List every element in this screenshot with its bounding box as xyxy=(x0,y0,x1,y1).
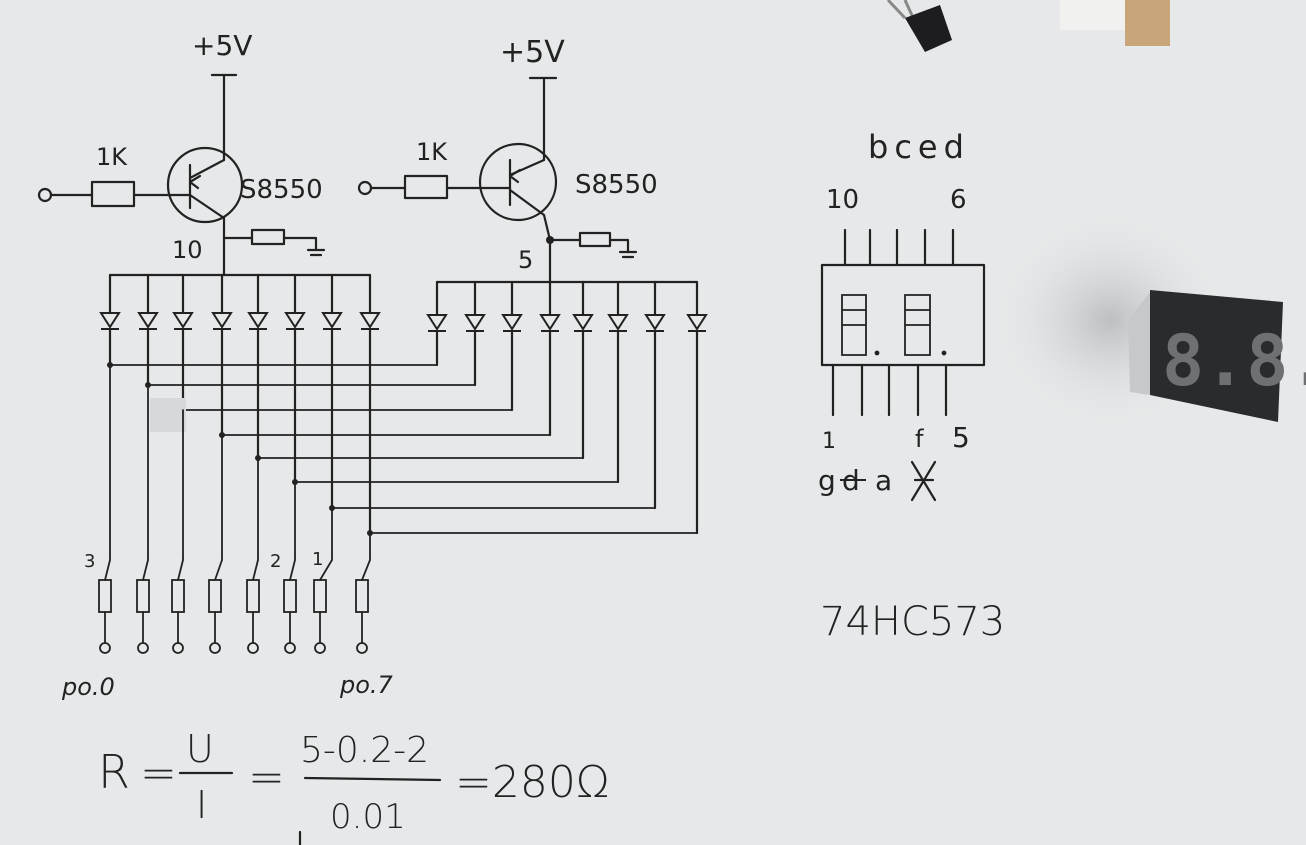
emitter-pin-left: 10 xyxy=(172,236,203,264)
transistor-left: +5V 1K S8550 10 xyxy=(37,29,326,277)
port-pin-4 xyxy=(247,642,259,654)
formula-eq1: = xyxy=(140,748,177,799)
port-pin-3 xyxy=(209,642,221,654)
led-array-left xyxy=(100,273,380,535)
display-digit-sketch xyxy=(841,294,947,356)
display-outline xyxy=(820,263,986,367)
supply-label-right: +5V xyxy=(500,35,565,70)
segment-wiring xyxy=(107,362,698,536)
segment-resistors xyxy=(98,364,371,654)
display-pinout: bced 10 6 1 f 5 g d a 74HC573 xyxy=(818,128,1005,645)
formula-lhs: R xyxy=(98,745,130,799)
transistor-body-right xyxy=(478,142,558,222)
pin-label-f: f xyxy=(915,425,924,453)
bottom-segment-crossed-d: d xyxy=(840,464,866,497)
formula-num1: U xyxy=(186,727,214,771)
driver-chip-label: 74HC573 xyxy=(820,599,1005,645)
bottom-segment-a: a xyxy=(875,464,892,497)
pin-label-1: 1 xyxy=(822,429,836,454)
formula-den1: I xyxy=(196,783,207,827)
transistor-part-right: S8550 xyxy=(575,170,658,200)
formula-eq2: = xyxy=(248,752,285,803)
pin-label-6: 6 xyxy=(950,185,967,215)
formula-den2: 0.01 xyxy=(330,797,406,837)
formula-num2: 5-0.2-2 xyxy=(300,730,429,771)
port-pin-1 xyxy=(137,642,149,654)
supply-label-left: +5V xyxy=(192,29,252,62)
port-pin-2 xyxy=(172,642,184,654)
transistor-right: +5V 1K S8550 5 xyxy=(357,35,658,284)
resistor-value-right: 1K xyxy=(416,138,448,166)
display-digits: 8.8. xyxy=(1162,320,1306,402)
port-label-first: po.0 xyxy=(61,673,115,701)
pin-label-10: 10 xyxy=(826,185,859,215)
tape-strip xyxy=(1060,0,1170,46)
port-pin-5 xyxy=(284,642,296,654)
transistor-body-left xyxy=(166,146,244,224)
led-array-right xyxy=(427,280,707,535)
resistor-formula: R = U I = 5-0.2-2 0.01 =280Ω xyxy=(98,727,609,845)
bottom-segment-crossed-mark xyxy=(910,460,937,502)
port-pin-0 xyxy=(99,642,111,654)
resistor-label-1: 1 xyxy=(312,549,323,570)
transistor-part-left: S8550 xyxy=(240,175,323,205)
top-segment-labels: bced xyxy=(868,128,970,166)
bottom-segment-g: g xyxy=(818,464,836,497)
pin-label-5: 5 xyxy=(952,421,970,454)
formula-result: =280Ω xyxy=(455,757,609,808)
resistor-label-3: 3 xyxy=(84,551,95,572)
port-label-last: po.7 xyxy=(339,671,394,699)
resistor-value-left: 1K xyxy=(96,143,128,171)
port-pin-6 xyxy=(314,642,326,654)
transistor-component-photo xyxy=(886,0,952,52)
resistor-label-2: 2 xyxy=(270,551,281,572)
real-seven-segment-display: 8.8. xyxy=(1128,290,1306,422)
emitter-pin-right: 5 xyxy=(518,246,533,274)
port-pin-7 xyxy=(356,642,368,654)
